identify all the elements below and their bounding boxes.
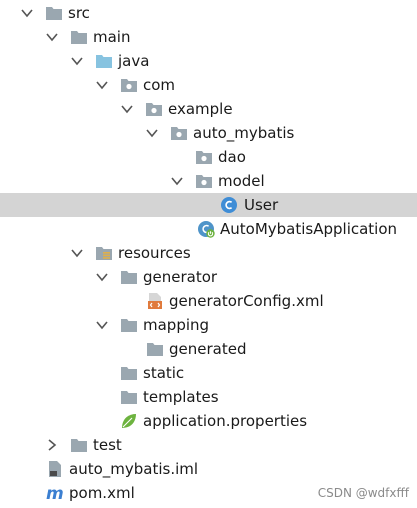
chevron-down-icon[interactable]: [70, 49, 84, 73]
tree-label-pom: pom.xml: [69, 484, 135, 502]
tree-row-test[interactable]: test: [0, 433, 417, 457]
watermark: CSDN @wdfxfff: [317, 486, 409, 500]
tree-row-example[interactable]: example: [0, 97, 417, 121]
xml-file-icon: [146, 292, 164, 310]
chevron-right-icon[interactable]: [45, 433, 59, 457]
tree-row-templates[interactable]: templates: [0, 385, 417, 409]
folder-icon: [45, 4, 63, 22]
tree-row-java[interactable]: java: [0, 49, 417, 73]
chevron-down-icon[interactable]: [70, 241, 84, 265]
chevron-down-icon[interactable]: [145, 121, 159, 145]
folder-icon: [70, 436, 88, 454]
folder-icon: [70, 28, 88, 46]
tree-label-dao: dao: [218, 148, 246, 166]
tree-row-iml[interactable]: auto_mybatis.iml: [0, 457, 417, 481]
tree-label-test: test: [93, 436, 122, 454]
tree-row-com[interactable]: com: [0, 73, 417, 97]
package-icon: [120, 76, 138, 94]
resources-folder-icon: [95, 244, 113, 262]
tree-row-auto-mybatis[interactable]: auto_mybatis: [0, 121, 417, 145]
tree-label-iml: auto_mybatis.iml: [69, 460, 199, 478]
spring-leaf-icon: [120, 412, 138, 430]
folder-icon: [120, 268, 138, 286]
tree-row-generator[interactable]: generator: [0, 265, 417, 289]
package-icon: [195, 148, 213, 166]
tree-row-src[interactable]: src: [0, 1, 417, 25]
tree-label-src: src: [68, 4, 90, 22]
tree-label-main: main: [93, 28, 131, 46]
tree-row-application-class[interactable]: AutoMybatisApplication: [0, 217, 417, 241]
chevron-down-icon[interactable]: [95, 265, 109, 289]
tree-row-generated[interactable]: generated: [0, 337, 417, 361]
tree-row-pom[interactable]: m pom.xml: [0, 481, 417, 505]
source-folder-icon: [95, 52, 113, 70]
tree-label-com: com: [143, 76, 176, 94]
chevron-down-icon[interactable]: [95, 73, 109, 97]
tree-row-resources[interactable]: resources: [0, 241, 417, 265]
module-file-icon: [46, 460, 64, 478]
folder-icon: [120, 316, 138, 334]
tree-label-user: User: [244, 196, 279, 214]
tree-label-templates: templates: [143, 388, 219, 406]
tree-label-application-properties: application.properties: [143, 412, 308, 430]
tree-label-java: java: [118, 52, 150, 70]
tree-label-static: static: [143, 364, 185, 382]
class-icon: [220, 196, 238, 214]
tree-label-generated: generated: [169, 340, 247, 358]
tree-row-dao[interactable]: dao: [0, 145, 417, 169]
tree-row-generator-config[interactable]: generatorConfig.xml: [0, 289, 417, 313]
tree-row-main[interactable]: main: [0, 25, 417, 49]
svg-text:m: m: [46, 484, 64, 502]
chevron-down-icon[interactable]: [20, 1, 34, 25]
tree-label-resources: resources: [118, 244, 191, 262]
chevron-down-icon[interactable]: [95, 313, 109, 337]
chevron-down-icon[interactable]: [120, 97, 134, 121]
folder-icon: [120, 388, 138, 406]
tree-row-user[interactable]: User: [0, 193, 417, 217]
tree-label-application-class: AutoMybatisApplication: [220, 220, 398, 238]
package-icon: [145, 100, 163, 118]
tree-row-application-properties[interactable]: application.properties: [0, 409, 417, 433]
tree-label-generator-config: generatorConfig.xml: [169, 292, 324, 310]
package-icon: [195, 172, 213, 190]
tree-row-mapping[interactable]: mapping: [0, 313, 417, 337]
maven-icon: m: [46, 484, 64, 502]
tree-label-model: model: [218, 172, 265, 190]
spring-boot-class-icon: [197, 220, 215, 238]
tree-label-mapping: mapping: [143, 316, 210, 334]
tree-row-model[interactable]: model: [0, 169, 417, 193]
chevron-down-icon[interactable]: [170, 169, 184, 193]
tree-label-example: example: [168, 100, 233, 118]
tree-row-static[interactable]: static: [0, 361, 417, 385]
tree-label-generator: generator: [143, 268, 218, 286]
folder-icon: [120, 364, 138, 382]
tree-label-auto-mybatis: auto_mybatis: [193, 124, 295, 142]
chevron-down-icon[interactable]: [45, 25, 59, 49]
folder-icon: [146, 340, 164, 358]
package-icon: [170, 124, 188, 142]
